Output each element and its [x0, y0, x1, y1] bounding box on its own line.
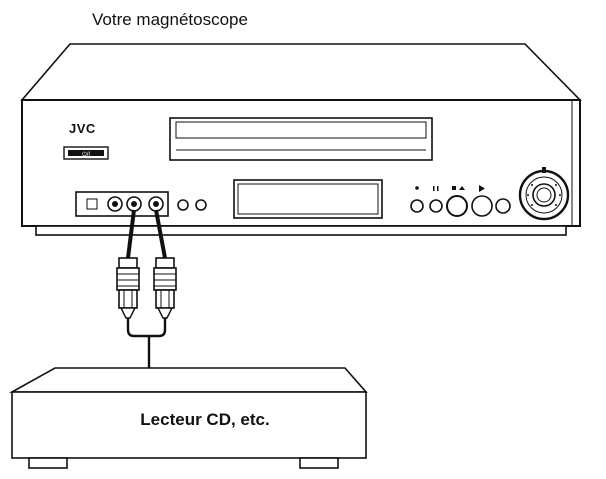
vcr-brand-logo: JVC — [69, 121, 96, 136]
vcr: ⏻/I — [20, 43, 582, 236]
vcr-caption: Votre magnétoscope — [92, 10, 248, 29]
stop-eject-button — [446, 195, 468, 217]
record-button — [410, 199, 424, 213]
rca-cable — [116, 209, 177, 368]
play-button — [471, 195, 493, 217]
device-foot-left — [28, 457, 68, 469]
device-foot-right — [299, 457, 339, 469]
vcr-base — [35, 225, 567, 236]
source-device-label: Lecteur CD, etc. — [140, 410, 270, 429]
svg-text:⏻/I: ⏻/I — [82, 151, 90, 158]
rca-plug-left — [116, 257, 140, 319]
device-front — [11, 391, 367, 459]
vcr-top — [20, 43, 582, 101]
source-device — [8, 367, 368, 469]
small-button-2 — [195, 199, 207, 211]
pause-button — [429, 199, 443, 213]
rca-plug-right — [153, 257, 177, 319]
extra-button — [495, 198, 511, 214]
device-top — [8, 367, 368, 393]
small-button-1 — [177, 199, 189, 211]
